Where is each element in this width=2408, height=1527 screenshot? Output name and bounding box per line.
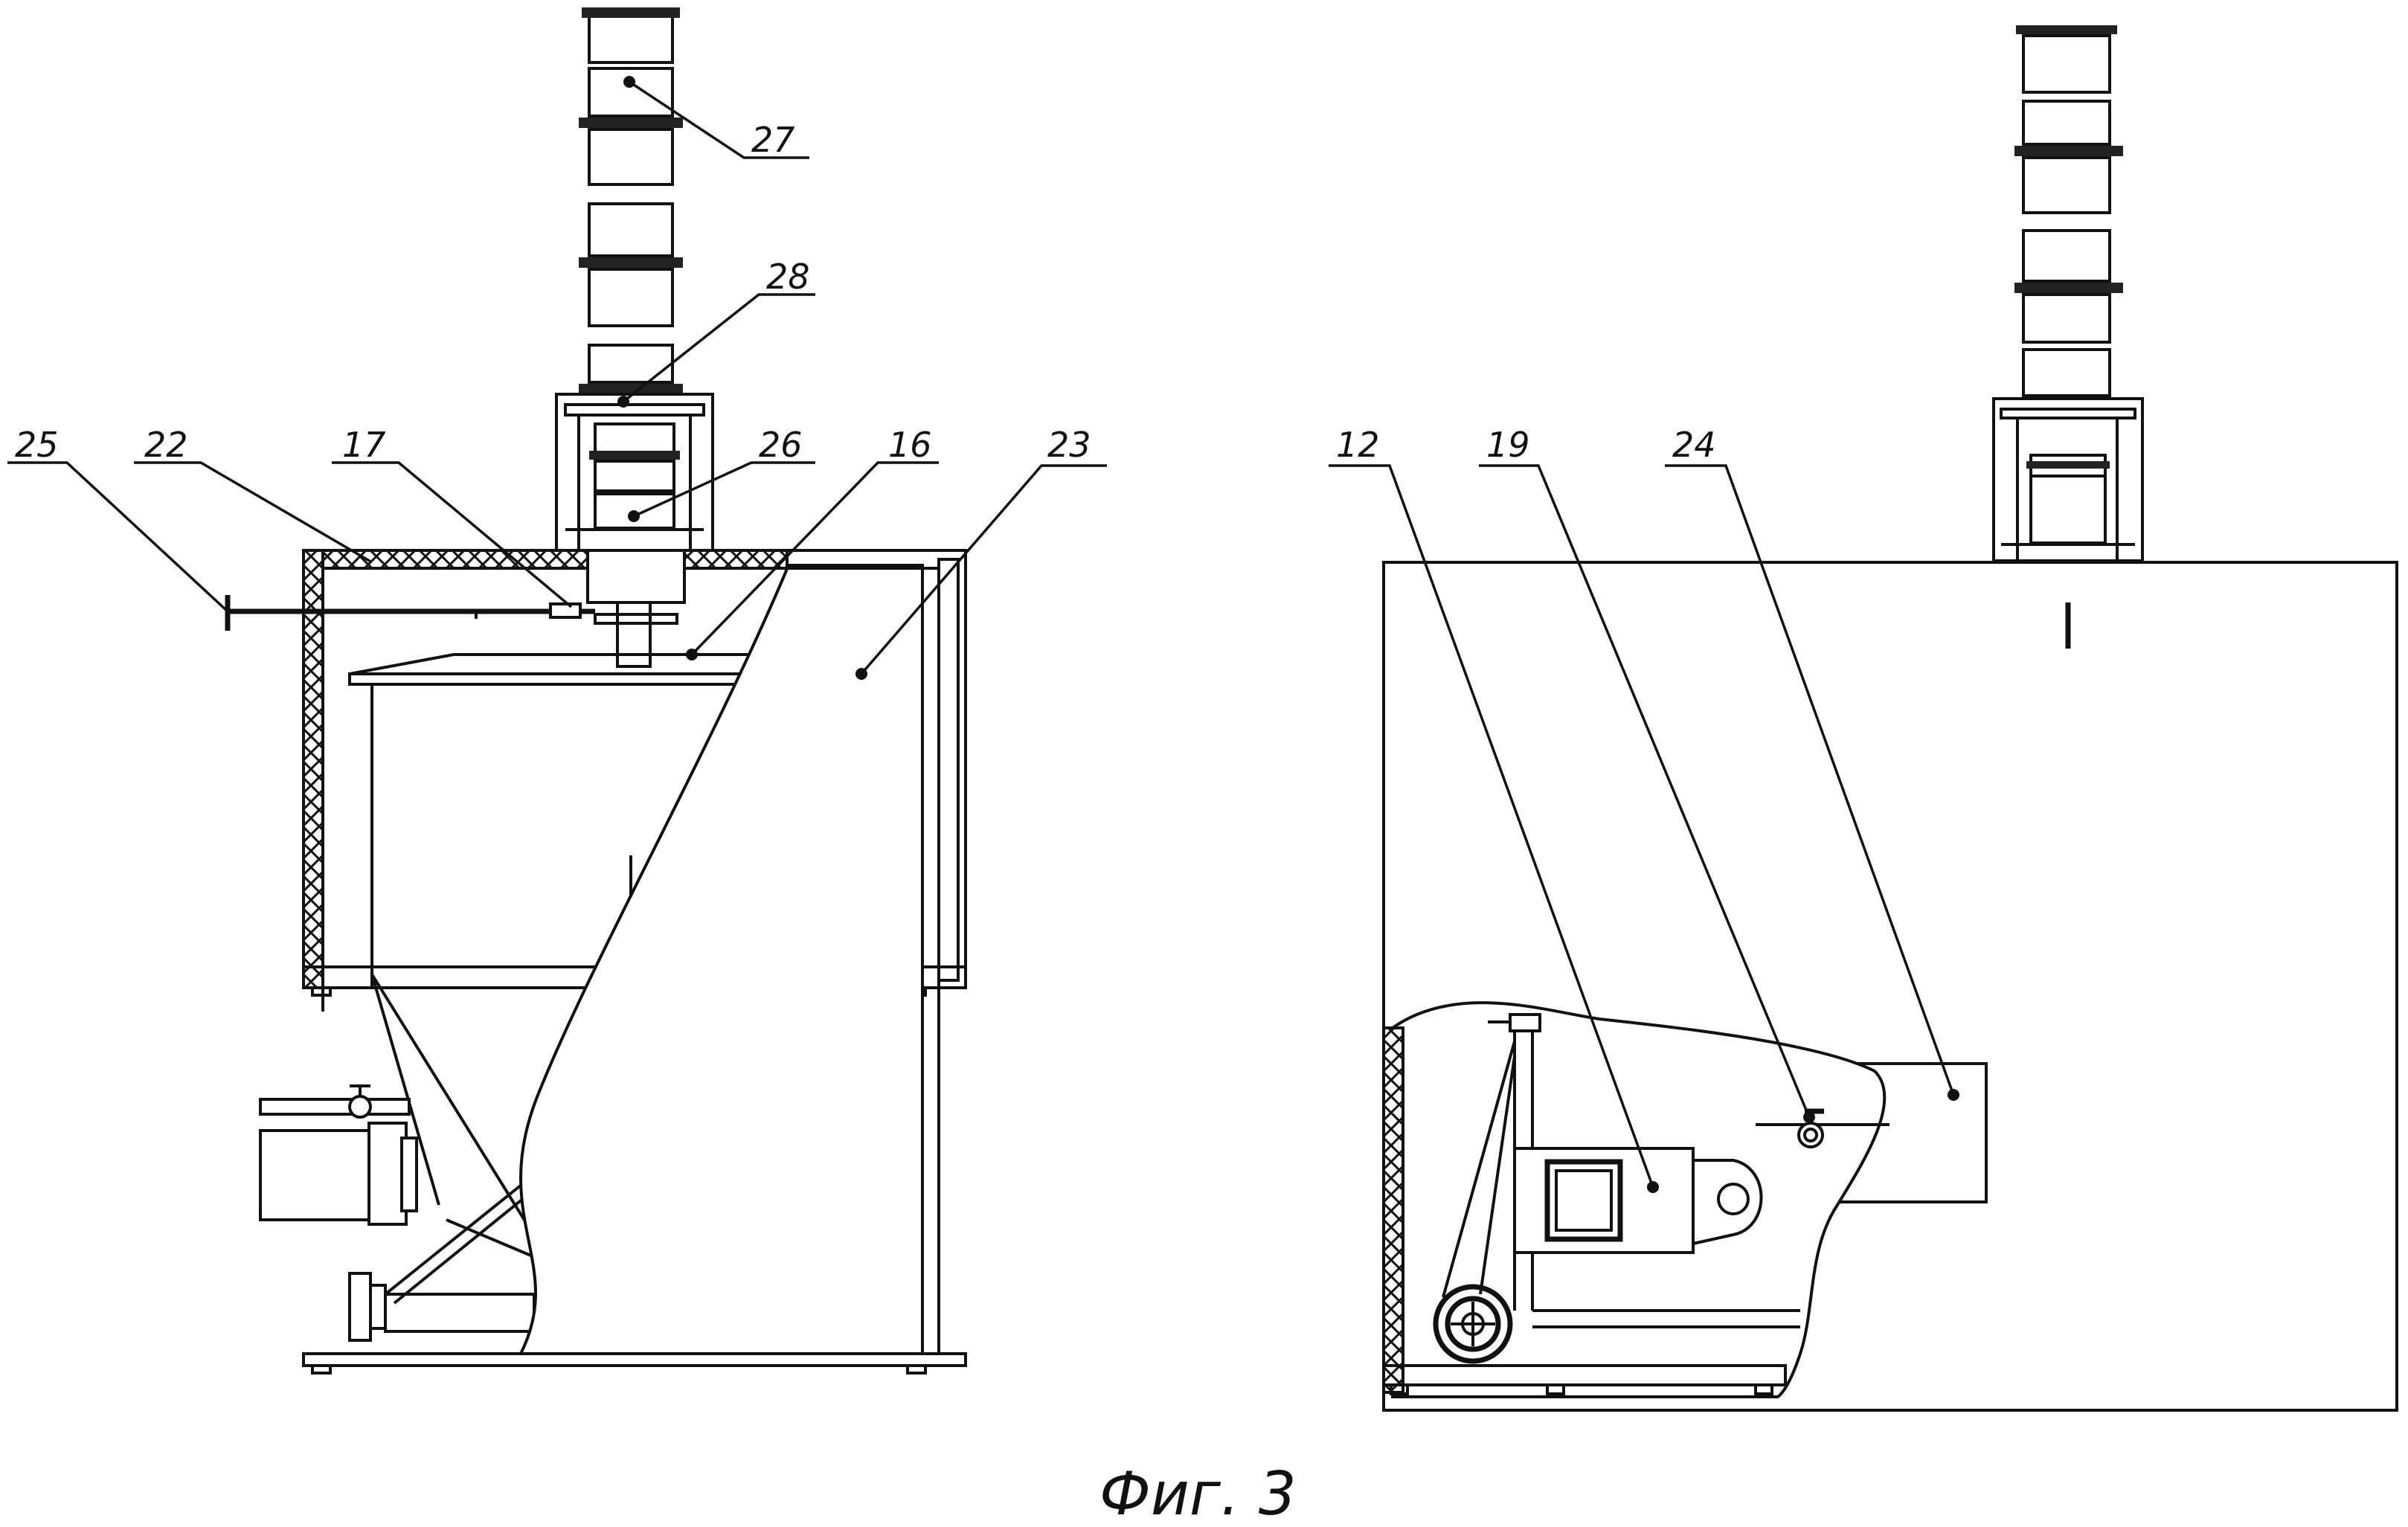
callout-26: 26 [628, 425, 815, 522]
callout-24: 24 [1665, 425, 1959, 1101]
left-cabinet [302, 549, 967, 1012]
left-chimney-frame [555, 393, 714, 552]
callout-27: 27 [623, 76, 809, 160]
callout-28: 28 [617, 257, 815, 408]
right-base [1382, 1364, 1787, 1395]
left-rod [225, 595, 595, 631]
svg-text:27: 27 [751, 120, 795, 160]
right-cutaway [1382, 1001, 1890, 1398]
callout-12: 12 [1329, 425, 1659, 1193]
svg-text:23: 23 [1047, 425, 1091, 465]
svg-text:19: 19 [1486, 425, 1530, 465]
left-cutaway [518, 564, 940, 1355]
callouts: 27 28 25 22 17 26 16 [7, 76, 1959, 1193]
callout-22: 22 [134, 425, 373, 564]
callout-25: 25 [7, 425, 229, 613]
right-chimney-frame [1992, 397, 2144, 562]
svg-text:12: 12 [1336, 425, 1380, 465]
svg-text:16: 16 [888, 425, 932, 465]
svg-text:17: 17 [342, 425, 386, 465]
svg-text:24: 24 [1672, 425, 1716, 465]
callout-16: 16 [686, 425, 939, 660]
left-view [225, 7, 967, 1375]
left-base [302, 1352, 967, 1375]
svg-text:26: 26 [759, 425, 803, 465]
callout-17: 17 [332, 425, 573, 608]
right-chimney [2014, 25, 2123, 397]
left-chimney [579, 7, 683, 393]
svg-text:25: 25 [15, 425, 59, 465]
right-view [1382, 25, 2398, 1412]
figure-caption: Фиг. 3 [1099, 1459, 1297, 1527]
callout-19: 19 [1479, 425, 1815, 1123]
svg-text:22: 22 [144, 425, 188, 465]
callout-23: 23 [855, 425, 1107, 680]
svg-text:28: 28 [766, 257, 810, 297]
